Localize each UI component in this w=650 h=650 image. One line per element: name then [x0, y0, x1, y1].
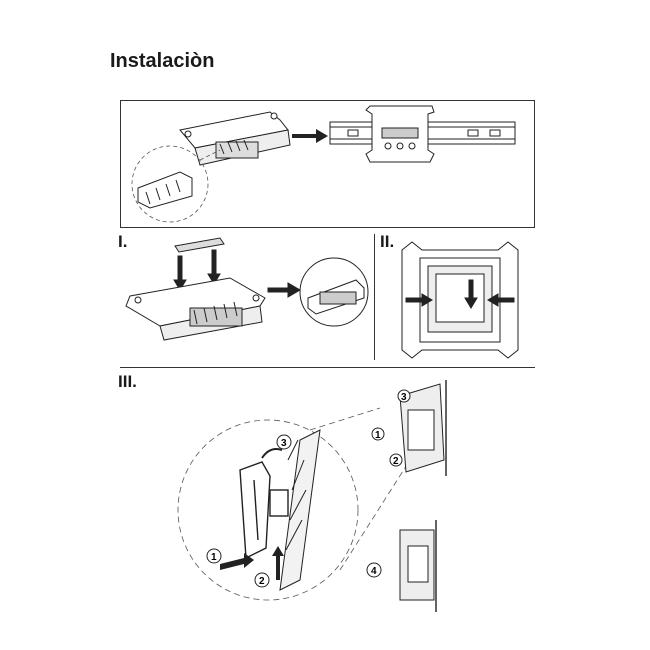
arrow-up-icon — [272, 546, 284, 580]
step-two-illustration — [401, 241, 519, 359]
step-one-label: I. — [118, 232, 128, 251]
din-rail-drawing — [329, 105, 516, 163]
step-three-label: III. — [118, 372, 137, 391]
callout-circle-3 — [276, 434, 292, 450]
curved-arrow-icon — [261, 448, 283, 459]
divider-vertical — [374, 234, 375, 360]
callout-4: 4 — [371, 566, 377, 577]
arrow-right-icon — [267, 282, 301, 298]
arrow-left-icon — [487, 293, 515, 307]
callout-1b: 1 — [375, 430, 381, 441]
callout-circle-2 — [254, 572, 270, 588]
arrow-down-icon — [173, 255, 187, 291]
callout-3: 3 — [281, 438, 287, 449]
enlarged-detail-circle — [177, 419, 359, 601]
din-rail-panel — [120, 100, 535, 228]
arrow-down-icon — [207, 249, 221, 285]
device-side-view — [399, 380, 447, 476]
callout-circle-4 — [366, 562, 382, 578]
step-three-illustration: 1 2 3 3 1 2 4 — [177, 380, 447, 612]
device-mounted-view — [399, 520, 437, 612]
callout-circle-1 — [206, 548, 222, 564]
divider-horizontal — [120, 367, 535, 368]
callout-2b: 2 — [393, 456, 399, 467]
callout-1: 1 — [211, 552, 217, 563]
wall-section — [279, 429, 321, 591]
arrow-down-icon — [464, 279, 478, 309]
page-title: Instalaciòn — [110, 50, 215, 72]
callout-circle-2b — [389, 453, 403, 467]
detail-magnifier — [131, 145, 221, 223]
mounting-bracket — [239, 461, 289, 560]
din-rail-illustration — [131, 105, 516, 223]
callout-circle-1b — [371, 427, 385, 441]
callout-3b: 3 — [401, 392, 407, 403]
module-tilted-drawing — [179, 111, 291, 166]
clip-detail-drawing — [137, 171, 193, 209]
arrow-right-icon — [405, 293, 433, 307]
arrow-right-icon — [220, 553, 254, 570]
callout-circle-3b — [397, 389, 411, 403]
step-one-illustration — [125, 237, 369, 341]
callout-2: 2 — [259, 576, 265, 587]
arrow-right-icon — [292, 129, 328, 143]
step-two-label: II. — [380, 232, 395, 251]
